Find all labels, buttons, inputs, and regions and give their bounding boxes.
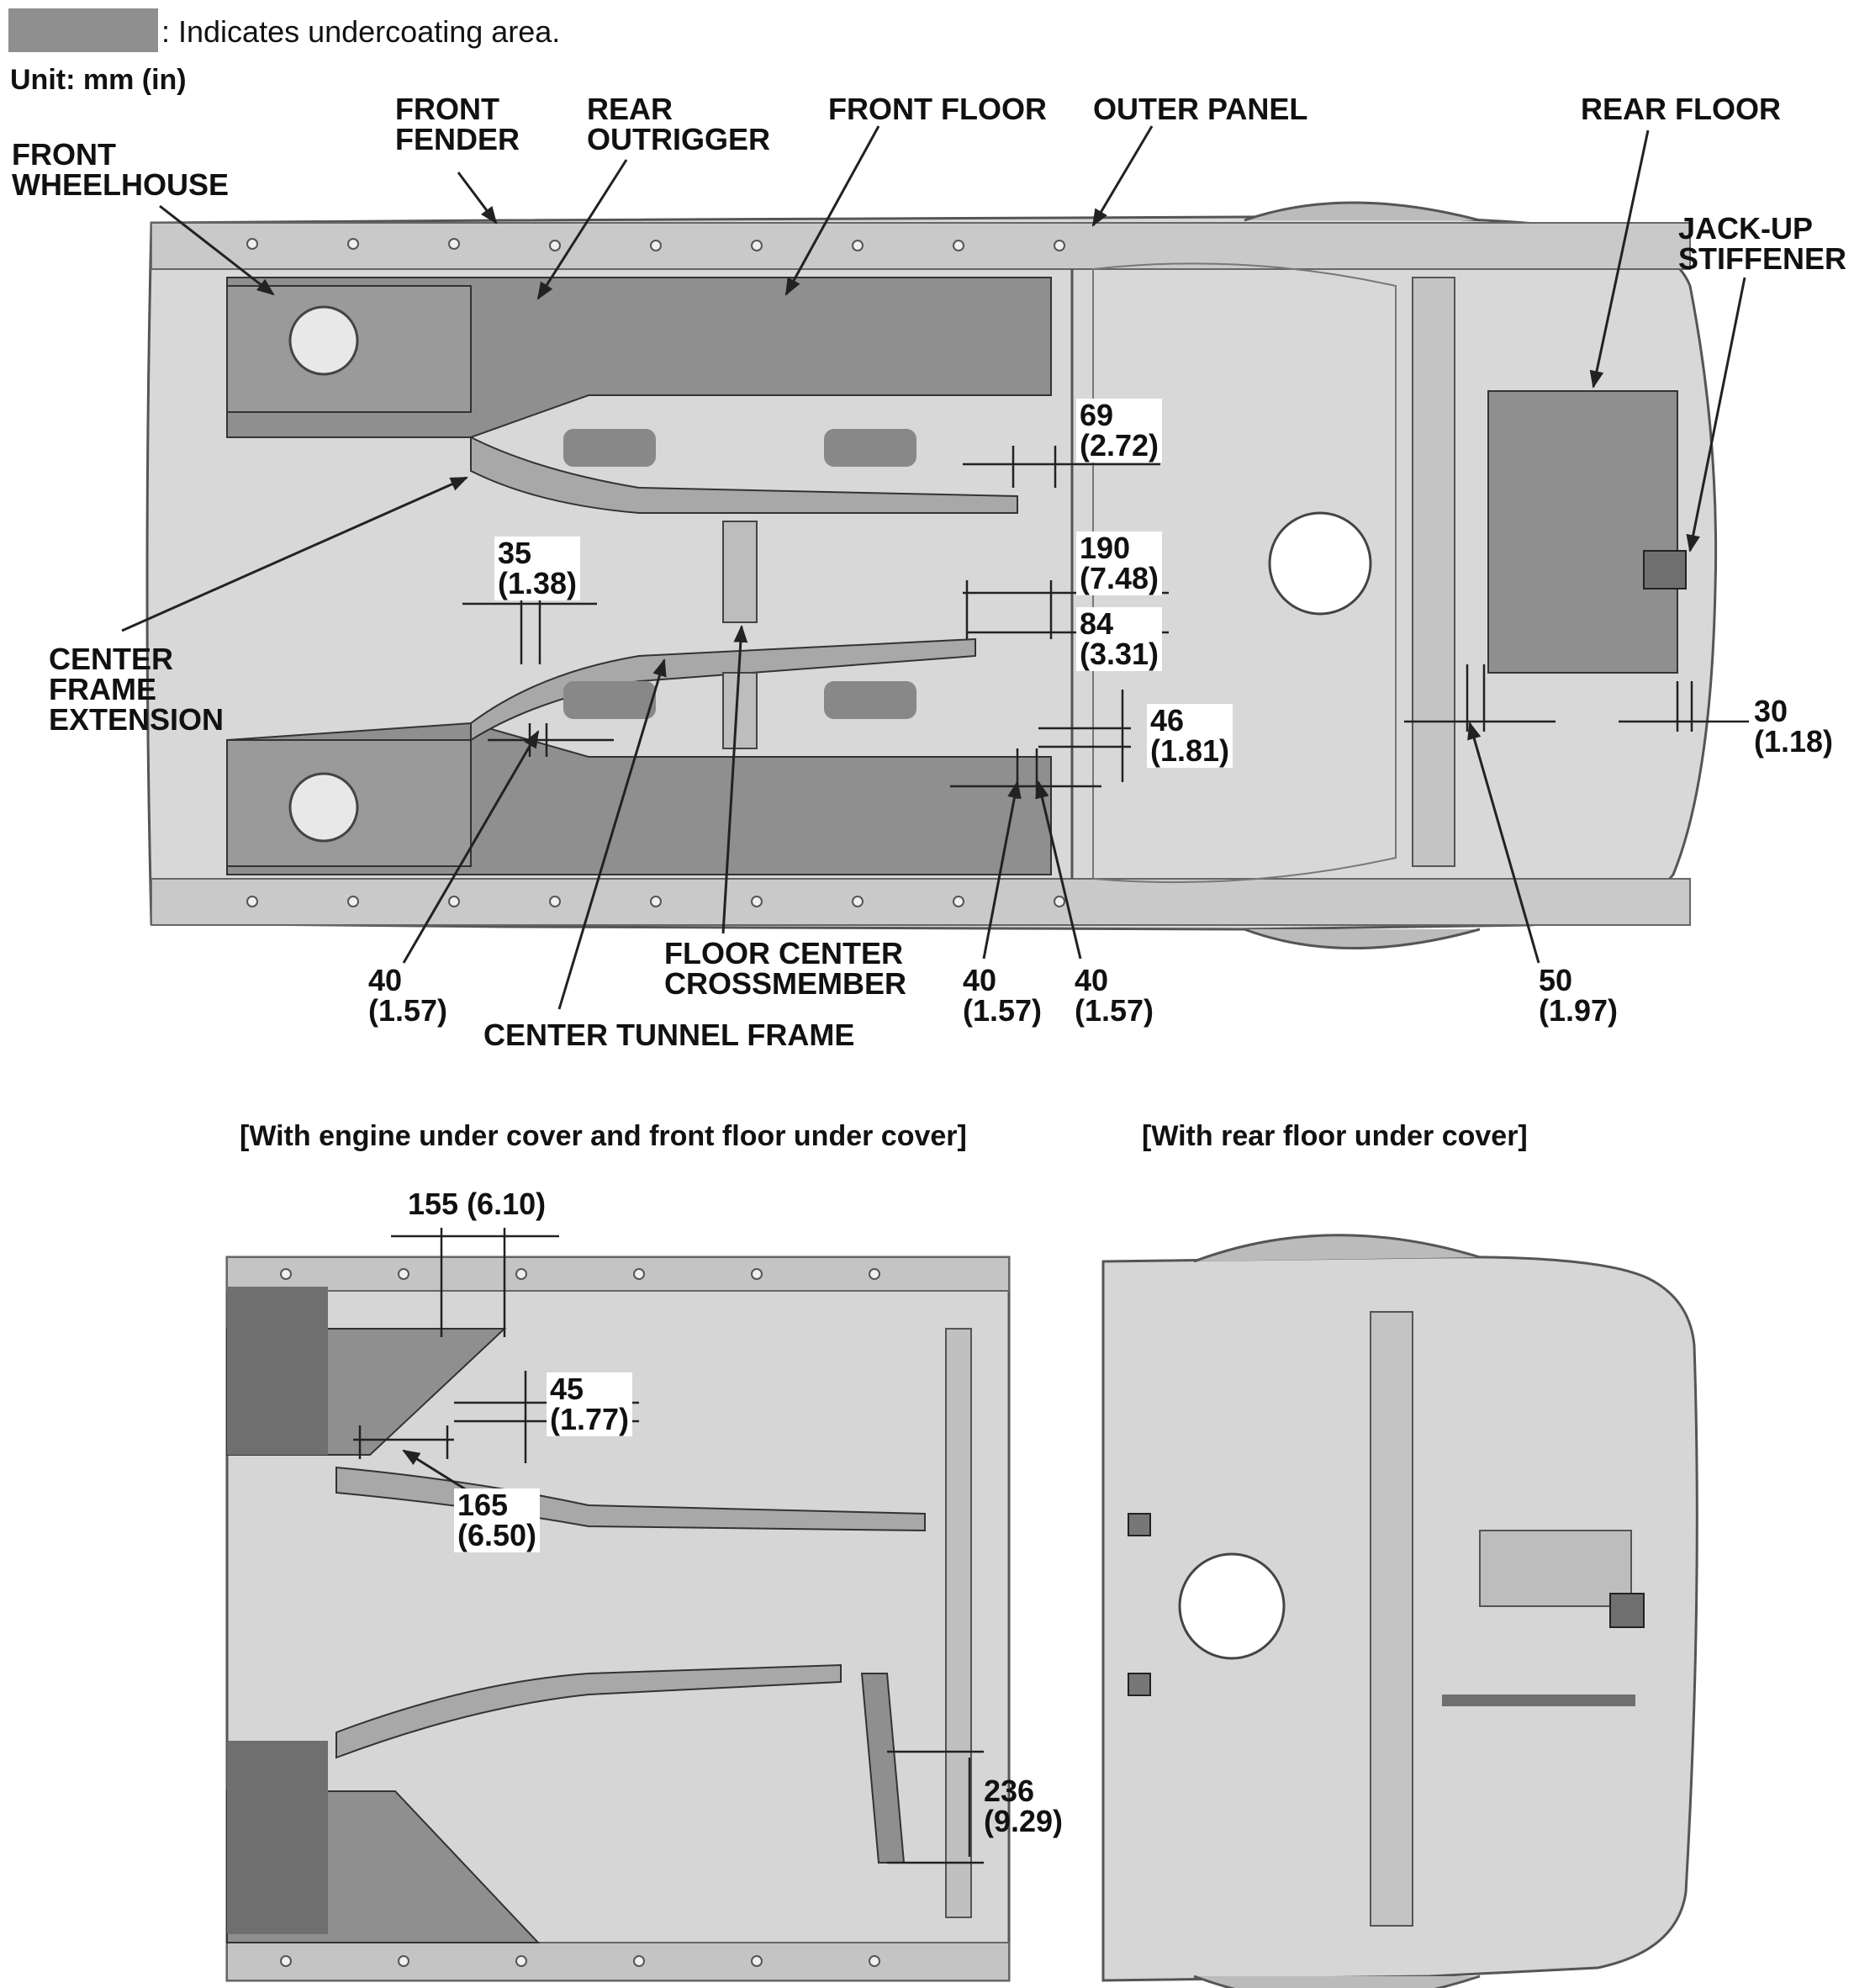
leader-front-wheelhouse: [159, 204, 275, 296]
label-center-tunnel-frame: CENTER TUNNEL FRAME: [483, 1018, 855, 1052]
jack-up-stiffener-block: [1643, 550, 1687, 590]
dim-45: 45(1.77): [547, 1372, 633, 1436]
leader-center-frame-extension: [121, 476, 468, 632]
leader-dim-50: [1467, 721, 1540, 964]
left-rocker-rail: [151, 222, 1691, 270]
label-rear-floor: REAR FLOOR: [1581, 92, 1781, 126]
dim-30: 30(1.18): [1751, 695, 1837, 759]
leader-rear-outrigger: [536, 159, 628, 300]
dim-84: 84(3.31): [1076, 607, 1163, 671]
label-outer-panel: OUTER PANEL: [1093, 92, 1308, 126]
dim-40-right: 40(1.57): [1075, 963, 1154, 1028]
main-underbody-view: [121, 125, 1749, 1010]
dim-50: 50(1.97): [1539, 963, 1619, 1028]
dim-69: 69(2.72): [1076, 399, 1163, 463]
label-front-floor: FRONT FLOOR: [828, 92, 1047, 126]
center-frame-lower: [470, 637, 976, 742]
leader-front-fender: [457, 172, 498, 225]
dim-236: 236(9.29): [984, 1774, 1064, 1838]
front-cover-view: [225, 1228, 1011, 1982]
dim-40-left: 40(1.57): [368, 963, 448, 1028]
dim-40-mid: 40(1.57): [963, 963, 1043, 1028]
legend-text: : Indicates undercoating area.: [161, 14, 561, 49]
dim-35: 35(1.38): [494, 537, 581, 600]
rear-cover-view: [1101, 1234, 1698, 1988]
leader-jack-up-stiffener: [1686, 277, 1746, 553]
leader-dim-40c: [1035, 780, 1082, 960]
leader-dim-40a: [402, 730, 540, 964]
leader-center-tunnel-frame: [557, 658, 667, 1010]
undercoating-legend-swatch: [8, 8, 158, 52]
dim-190: 190(7.48): [1076, 531, 1163, 595]
unit-label: Unit: mm (in): [10, 64, 187, 96]
rear-floor-undercoat: [1487, 390, 1678, 674]
title-rear-cover-view: [With rear floor under cover]: [1142, 1120, 1528, 1152]
leader-dim-40b: [982, 780, 1022, 960]
dim-165: 165(6.50): [454, 1488, 541, 1552]
right-rocker-rail: [151, 878, 1691, 926]
title-front-cover-view: [With engine under cover and front floor…: [240, 1120, 967, 1152]
dim-155: 155 (6.10): [408, 1187, 547, 1221]
front-wheelhouse-bottom: [226, 739, 472, 867]
leader-rear-floor: [1589, 130, 1650, 389]
dim-46: 46(1.81): [1147, 704, 1233, 768]
leader-front-floor: [784, 125, 880, 296]
center-frame-upper: [470, 436, 1018, 514]
floor-crossmember: [722, 521, 758, 623]
leader-floor-center-crossmember: [721, 624, 748, 934]
leader-outer-panel: [1091, 125, 1154, 227]
